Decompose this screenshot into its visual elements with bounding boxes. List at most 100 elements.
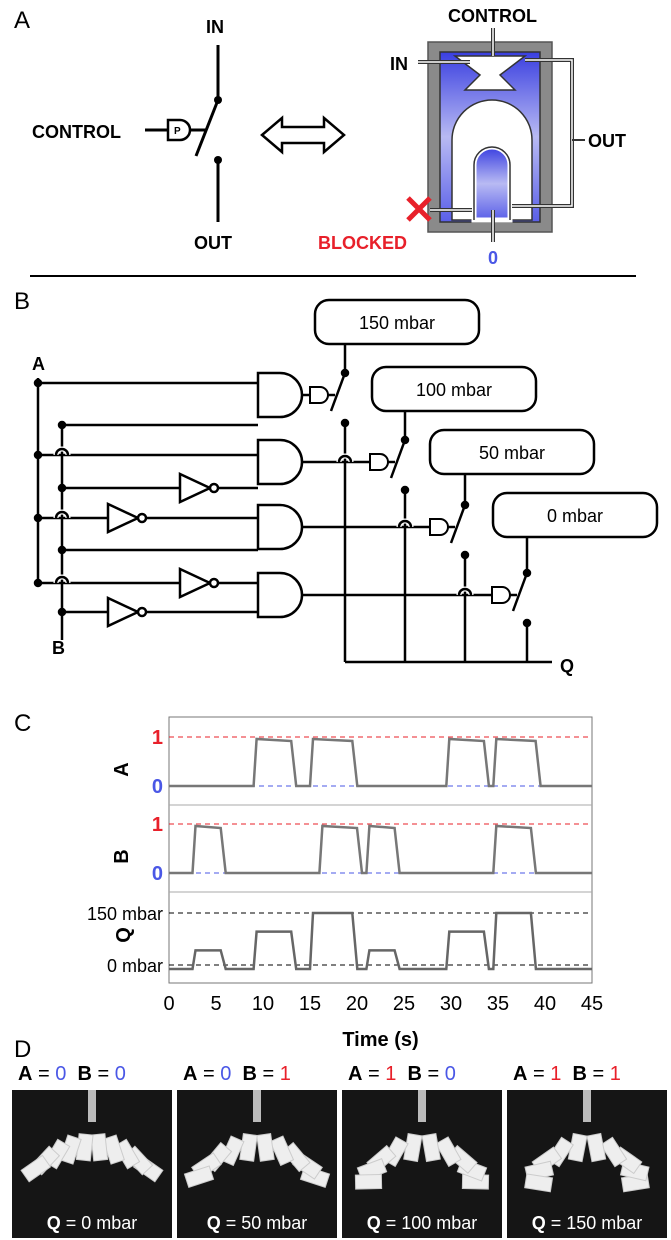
actuator-photo: Q = 0 mbar xyxy=(12,1090,172,1238)
switch-blade xyxy=(389,439,407,479)
actuator-segment xyxy=(20,1154,52,1183)
pressure-control xyxy=(491,586,511,604)
switch-node xyxy=(340,368,350,378)
pressure-symbol-label: P xyxy=(174,126,181,137)
actuator-segment xyxy=(524,1173,554,1193)
x-tick-label: 25 xyxy=(393,993,415,1015)
switch-blade xyxy=(449,504,467,544)
switch-blade xyxy=(329,372,347,412)
tick-top: 150 mbar xyxy=(87,904,163,924)
pressure-control xyxy=(309,386,329,404)
series-name: A xyxy=(111,762,133,776)
actuator-segment xyxy=(421,1132,441,1163)
switch-node xyxy=(460,500,470,510)
tube xyxy=(418,1090,426,1122)
series-trace xyxy=(169,737,592,788)
hop xyxy=(54,510,70,519)
output-q-label: Q xyxy=(560,656,574,676)
input-a-label: A xyxy=(32,354,45,374)
blocked-label: BLOCKED xyxy=(318,233,407,253)
actuator-segment xyxy=(600,1136,628,1168)
actuator-drawing xyxy=(524,1090,650,1193)
control-label: CONTROL xyxy=(32,122,121,142)
pressure-label: 50 mbar xyxy=(479,443,545,463)
junction xyxy=(57,420,67,430)
series-trace xyxy=(169,911,592,971)
actuator-drawing xyxy=(20,1090,164,1183)
output-pressure-label: Q = 150 mbar xyxy=(531,1213,643,1233)
not-gate xyxy=(106,596,141,628)
input-b-label: B xyxy=(52,638,65,658)
input-state-label: A = 0 B = 0 xyxy=(18,1063,126,1085)
series-trace xyxy=(169,824,592,875)
not-gate xyxy=(106,502,141,534)
and-gate xyxy=(256,503,304,551)
out-right-label: OUT xyxy=(588,131,626,151)
hop xyxy=(397,519,413,528)
tube xyxy=(88,1090,96,1122)
valve-device xyxy=(418,28,585,242)
x-tick-label: 45 xyxy=(581,993,603,1015)
x-tick-label: 30 xyxy=(440,993,462,1015)
x-tick-label: 20 xyxy=(346,993,368,1015)
logic-circuit xyxy=(33,344,552,664)
junction xyxy=(33,578,43,588)
hop xyxy=(337,454,353,463)
actuator-segment xyxy=(256,1133,275,1162)
junction xyxy=(33,450,43,460)
series-name: B xyxy=(111,849,133,863)
x-tick-label: 35 xyxy=(487,993,509,1015)
tube xyxy=(583,1090,591,1122)
tube xyxy=(253,1090,261,1122)
input-state-label: A = 0 B = 1 xyxy=(183,1063,291,1085)
equivalence-arrow-icon xyxy=(260,115,346,155)
actuator-drawing xyxy=(183,1090,331,1189)
panel-d-label: D xyxy=(14,1036,31,1063)
panel-c-label: C xyxy=(14,710,31,737)
junction xyxy=(57,607,67,617)
out-label: OUT xyxy=(194,233,232,253)
pressure-box xyxy=(313,298,481,346)
actuator-segment xyxy=(183,1165,215,1189)
pressure-label: 100 mbar xyxy=(416,380,492,400)
x-tick-label: 10 xyxy=(252,993,274,1015)
control-top-label: CONTROL xyxy=(448,6,537,26)
tick-top: 1 xyxy=(152,814,163,836)
actuator-segment xyxy=(586,1132,607,1163)
actuator-photo: Q = 150 mbar xyxy=(507,1090,667,1238)
panel-a-label: A xyxy=(14,7,30,34)
in-label: IN xyxy=(206,17,224,37)
pressure-control xyxy=(369,453,389,471)
and-gate xyxy=(256,438,304,486)
not-gate xyxy=(178,472,213,504)
not-bubble xyxy=(136,606,148,618)
junction xyxy=(33,513,43,523)
x-tick-label: 0 xyxy=(163,993,174,1015)
switch-node xyxy=(522,568,532,578)
actuator-photo: Q = 100 mbar xyxy=(342,1090,502,1238)
actuator-photo: Q = 50 mbar xyxy=(177,1090,337,1238)
input-state-label: A = 1 B = 1 xyxy=(513,1063,621,1085)
actuator-segment xyxy=(269,1135,295,1167)
and-gate xyxy=(256,371,304,419)
x-tick-label: 15 xyxy=(299,993,321,1015)
pressure-label: 0 mbar xyxy=(547,506,603,526)
actuator-drawing xyxy=(354,1090,490,1190)
tick-bottom: 0 mbar xyxy=(107,956,163,976)
output-pressure-label: Q = 100 mbar xyxy=(366,1213,478,1233)
pressure-box xyxy=(370,365,538,413)
switch-symbol xyxy=(145,45,220,222)
actuator-segment xyxy=(239,1133,258,1162)
hop xyxy=(54,575,70,584)
and-gate xyxy=(256,571,304,619)
not-gate xyxy=(178,567,213,599)
tick-top: 1 xyxy=(152,727,163,749)
zero-label: 0 xyxy=(488,248,498,268)
junction xyxy=(33,378,43,388)
hop xyxy=(54,447,70,456)
junction xyxy=(57,545,67,555)
pressure-box xyxy=(491,491,659,539)
